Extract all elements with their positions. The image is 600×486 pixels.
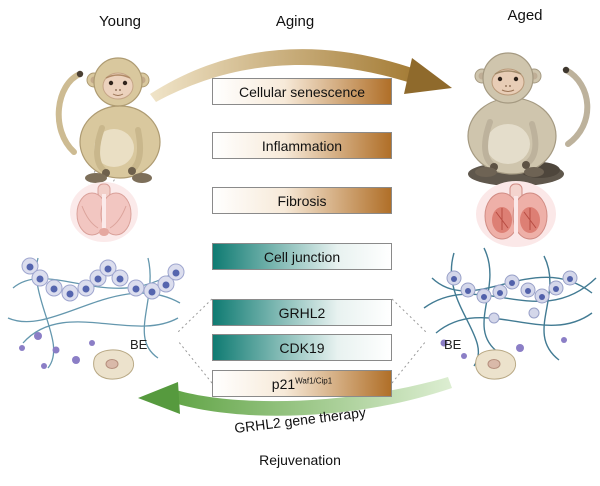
bar-fibrosis: Fibrosis [212,187,392,214]
bar-label: Inflammation [261,137,343,154]
bar-label: CDK19 [279,339,325,356]
bar-cell-junction: Cell junction [212,243,392,270]
bar-cellular-senescence: Cellular senescence [212,78,392,105]
be-label-left: BE [130,337,148,352]
young-tissue-illustration [7,257,185,380]
bar-grhl2: GRHL2 [212,299,392,326]
bar-label: Fibrosis [277,192,327,209]
young-label: Young [99,13,141,30]
bar-label: Cell junction [263,248,341,265]
aged-label: Aged [507,7,543,24]
young-organ-illustration [70,182,138,242]
rejuvenation-arrow-icon [138,377,452,416]
aged-tissue-illustration [423,247,597,380]
bar-label: GRHL2 [278,304,326,321]
rejuvenation-label: Rejuvenation [259,452,341,468]
bar-cdk19: CDK19 [212,334,392,361]
p21-base-text: p21 [271,375,296,392]
p21-superscript: Waf1/Cip1 [295,375,333,385]
aged-organ-illustration [476,181,556,247]
young-monkey-illustration [55,57,161,183]
aged-monkey-illustration [467,52,591,186]
aging-arrow-icon [150,49,452,102]
bar-p21: p21Waf1/Cip1 [212,370,392,397]
bar-label: p21Waf1/Cip1 [272,376,332,392]
be-label-right: BE [444,337,462,352]
bar-label: Cellular senescence [238,83,366,100]
bar-inflammation: Inflammation [212,132,392,159]
aging-label: Aging [275,13,315,30]
